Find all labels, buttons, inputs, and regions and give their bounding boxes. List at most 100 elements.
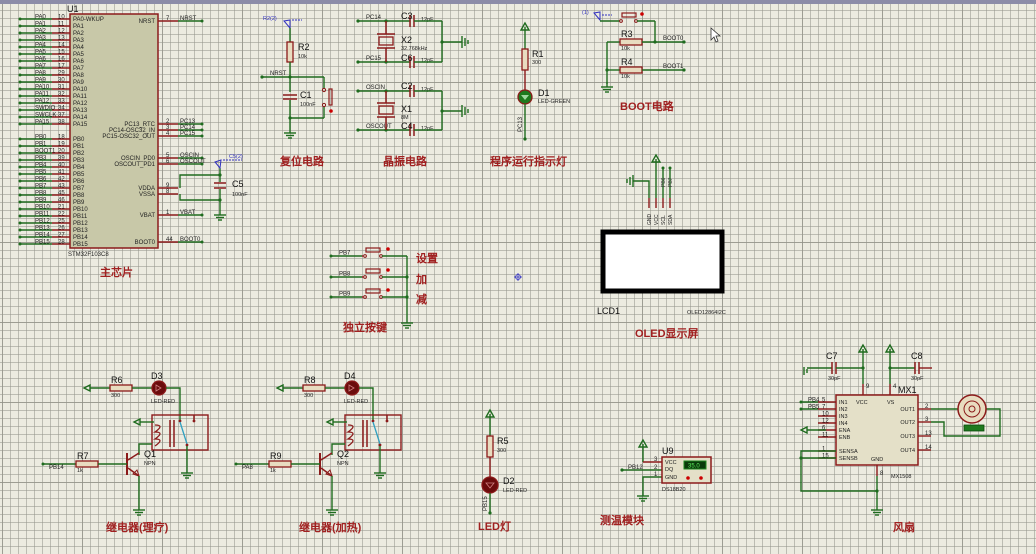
mcu-pin-name: PA4 xyxy=(73,45,85,51)
mcu-net-label: PA3 xyxy=(35,36,47,42)
reset-circuit[interactable]: R2(2) R2 10k NRST C1 100nF 复位电路 xyxy=(260,16,333,168)
mcu-part: STM32F103C8 xyxy=(68,252,109,258)
c7-ref: C7 xyxy=(826,351,838,361)
r7-resistor[interactable] xyxy=(75,460,99,468)
c3-value: 12pF xyxy=(421,17,434,23)
mcu-net-label: PB5 xyxy=(35,170,47,176)
q1-value: NPN xyxy=(144,461,156,467)
relay2-net: PA8 xyxy=(242,465,254,471)
reset-button[interactable] xyxy=(328,88,333,106)
d2-led[interactable] xyxy=(481,476,499,494)
fan-left-pin-number: 7 xyxy=(822,405,826,411)
mcu-pin-number: 30 xyxy=(58,78,65,84)
boot-circuit[interactable]: (1) R3 10k BOOT0 R4 10k BOOT1 BOOT电路 xyxy=(582,10,686,113)
r6-resistor[interactable] xyxy=(109,384,133,392)
r8-resistor[interactable] xyxy=(302,384,326,392)
oled-part: OLED12864I2C xyxy=(687,310,726,316)
mcu-right-pin-name: PC15-OSC32_OUT xyxy=(102,134,155,140)
key-button[interactable] xyxy=(365,268,381,274)
mcu-net-label: PA10 xyxy=(35,85,50,91)
boot-button[interactable] xyxy=(621,12,637,18)
keys-title: 独立按键 xyxy=(342,320,388,334)
c5-ref: C5 xyxy=(232,179,244,189)
mcu-right-net: OSCOUT xyxy=(180,159,206,165)
boot-probe: (1) xyxy=(582,10,589,16)
mcu-right-net: PC14 xyxy=(180,125,196,131)
mcu-right-pin-number: 8 xyxy=(166,189,170,195)
d4-led[interactable] xyxy=(344,380,360,396)
key-net: PB7 xyxy=(339,251,351,257)
mcu-pin-number: 25 xyxy=(58,219,65,225)
c5-decoupling[interactable]: C5(2) C5 100nF xyxy=(179,154,248,221)
temp-title: 测温模块 xyxy=(600,513,645,527)
mcu-pin-number: 22 xyxy=(58,212,65,218)
r4-resistor[interactable] xyxy=(619,66,643,74)
temp-reading: 35.0 xyxy=(688,464,700,470)
mouse-cursor-icon xyxy=(710,27,722,43)
mcu-right-net: NRST xyxy=(180,16,197,22)
r9-resistor[interactable] xyxy=(268,460,292,468)
relay-body[interactable] xyxy=(151,414,209,451)
mcu-pin-name: PB14 xyxy=(73,235,88,241)
oled-title: OLED显示屏 xyxy=(635,327,699,340)
net-oscin: OSCIN xyxy=(366,85,385,91)
r1-ref: R1 xyxy=(532,49,544,59)
mcu-pin-number: 45 xyxy=(58,191,65,197)
mcu-pin-name: PA0-WKUP xyxy=(73,17,104,23)
mcu-right-pin-number: 2 xyxy=(166,119,170,125)
oled-screen[interactable] xyxy=(600,229,725,294)
mcu-pin-name: PB8 xyxy=(73,193,85,199)
mcu-pin-name: PB7 xyxy=(73,186,85,192)
mcu-pin-number: 46 xyxy=(58,198,65,204)
x1-crystal[interactable] xyxy=(378,105,394,115)
fan-net: PB4 xyxy=(808,398,820,404)
x2-crystal[interactable] xyxy=(378,36,394,46)
r5-resistor[interactable] xyxy=(486,435,494,458)
x2-ref: X2 xyxy=(401,35,412,45)
relay-body[interactable] xyxy=(344,414,402,451)
r1-resistor[interactable] xyxy=(521,48,529,71)
mx1508-body[interactable] xyxy=(835,394,919,466)
mcu-right-pin-number: 3 xyxy=(166,125,170,131)
led-circuit[interactable]: R5 300 D2 LED-RED PB15 LED灯 xyxy=(478,409,527,533)
crystal-circuit[interactable]: PC14 PC15 C3 12pF C6 12pF X2 32.768kHz O… xyxy=(356,11,469,168)
mcu-net-label: PB13 xyxy=(35,226,50,232)
mcu-right-pin-name: VBAT xyxy=(140,213,156,219)
oled-net-scl: PB6 xyxy=(661,177,667,187)
fan-left-pin-name: ENB xyxy=(839,435,851,441)
key-button[interactable] xyxy=(365,247,381,253)
key-button[interactable] xyxy=(365,288,381,294)
run-led-circuit[interactable]: R1 300 D1 LED-GREEN PC13 程序运行指示灯 xyxy=(490,22,570,168)
mcu-pin-name: PB5 xyxy=(73,172,85,178)
mcu-net-label: PA4 xyxy=(35,43,47,49)
mcu-pin-number: 29 xyxy=(58,71,65,77)
temp-sensor-circuit[interactable]: PB12 3 2 1 VCC DQ GND 35.0 U9 DS18B20 测温… xyxy=(600,439,712,527)
x1-ref: X1 xyxy=(401,104,412,114)
mcu-right-pin-number: 7 xyxy=(166,16,170,22)
mcu-body[interactable] xyxy=(69,13,159,249)
mcu-right-pin-name: PC13_RTC xyxy=(124,122,155,128)
mcu-net-label: PA12 xyxy=(35,99,50,105)
oled-display[interactable]: PB6 PB7 GND VCC SCL SDA LCD1 OLED12864I2… xyxy=(597,154,726,340)
mcu-net-label: PA9 xyxy=(35,78,47,84)
mcu-net-label: PB0 xyxy=(35,135,47,141)
r3-resistor[interactable] xyxy=(619,38,643,46)
d3-led[interactable] xyxy=(151,380,167,396)
key-label: 加 xyxy=(415,272,427,286)
r2-resistor[interactable] xyxy=(286,41,294,63)
mcu-pin-number: 37 xyxy=(58,113,65,119)
mcu-pin-number: 39 xyxy=(58,156,65,162)
fan-right-pin-name: OUT3 xyxy=(900,434,915,440)
mcu-pin-name: PA14 xyxy=(73,115,88,121)
r6-value: 300 xyxy=(111,393,120,399)
fan-motor[interactable] xyxy=(957,394,987,424)
